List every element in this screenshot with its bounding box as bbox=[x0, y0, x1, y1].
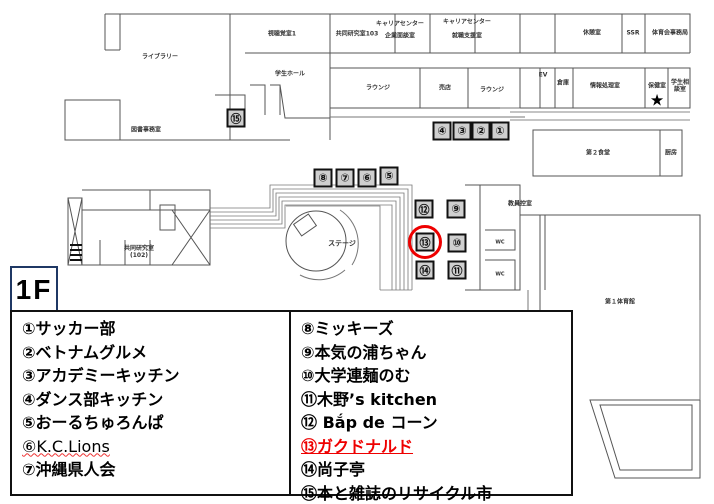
room-lounge-2: ラウンジ bbox=[479, 86, 505, 94]
room-wc-1: WC bbox=[495, 239, 505, 246]
room-health: 保健室 bbox=[647, 82, 667, 90]
legend-item: ⑧ミッキーズ bbox=[301, 319, 394, 338]
room-kitchen: 厨房 bbox=[664, 149, 678, 157]
legend-item: ④ダンス部キッチン bbox=[22, 389, 164, 409]
legend-item: ⑦沖縄県人会 bbox=[22, 460, 116, 479]
legend-item: ⑪木野’s kitchen bbox=[301, 389, 438, 409]
room-joint-lab-103: 共同研究室103 bbox=[335, 30, 379, 38]
legend-item: ⑮本と雑誌のリサイクル市 bbox=[301, 483, 493, 503]
booth-marker-9[interactable]: ⑨ bbox=[446, 199, 466, 219]
room-library-office: 図書事務室 bbox=[130, 126, 162, 134]
room-ev: EV bbox=[538, 71, 548, 79]
room-rest-room: 休憩室 bbox=[582, 29, 602, 37]
legend-item: ①サッカー部 bbox=[22, 319, 116, 338]
room-storage: 倉庫 bbox=[556, 79, 570, 87]
legend-item: ⑫ Bắp de コーン bbox=[301, 413, 438, 432]
booth-marker-14[interactable]: ⑭ bbox=[415, 260, 435, 280]
room-joint-lab-102: 共同研究室 (102) bbox=[123, 245, 155, 259]
room-career-center-2-sub: 就職支援室 bbox=[451, 32, 483, 40]
legend-item-highlighted: ⑬ガクドナルド bbox=[301, 436, 414, 456]
room-student-hall: 学生ホール bbox=[274, 70, 306, 78]
legend-item: ②ベトナムグルメ bbox=[22, 342, 148, 362]
room-gym-1: 第１体育館 bbox=[604, 298, 636, 306]
room-wc-2: WC bbox=[495, 271, 505, 278]
booth-marker-5[interactable]: ⑤ bbox=[379, 166, 399, 186]
legend-item: ⑩大学連麺のむ bbox=[301, 366, 411, 385]
booth-marker-10[interactable]: ⑩ bbox=[447, 233, 467, 253]
booth-marker-8[interactable]: ⑧ bbox=[313, 168, 333, 188]
booth-marker-7[interactable]: ⑦ bbox=[335, 168, 355, 188]
legend-item: ⑨本気の浦ちゃん bbox=[301, 342, 427, 362]
booth-marker-3[interactable]: ③ bbox=[452, 121, 472, 141]
room-lounge-1: ラウンジ bbox=[365, 84, 391, 92]
legend-item: ③アカデミーキッチン bbox=[22, 366, 180, 385]
room-ssr: SSR bbox=[626, 29, 640, 37]
booth-marker-11[interactable]: ⑪ bbox=[447, 260, 467, 280]
room-career-center-sub: 企業面談室 bbox=[384, 32, 416, 40]
highlight-circle bbox=[408, 225, 442, 259]
booth-marker-12[interactable]: ⑫ bbox=[414, 199, 434, 219]
room-av-room: 視聴覚室1 bbox=[267, 30, 297, 38]
room-counsel: 学生相談室 bbox=[671, 79, 690, 93]
room-stage: ステージ bbox=[328, 239, 356, 248]
room-shop: 売店 bbox=[438, 84, 452, 92]
legend-item: ⑤おーるちゅろんぱ bbox=[22, 413, 164, 432]
legend-item: ⑥K.C.Lions bbox=[22, 436, 110, 456]
star-icon: ★ bbox=[649, 90, 665, 110]
room-athletic-office: 体育会事務局 bbox=[651, 29, 689, 37]
floor-label: 1F bbox=[10, 266, 58, 314]
legend-left: ①サッカー部 ②ベトナムグルメ ③アカデミーキッチン ④ダンス部キッチン ⑤おー… bbox=[10, 310, 291, 496]
room-info: 情報処理室 bbox=[589, 82, 621, 90]
booth-marker-15[interactable]: ⑮ bbox=[226, 108, 246, 128]
legend-right: ⑧ミッキーズ ⑨本気の浦ちゃん ⑩大学連麺のむ ⑪木野’s kitchen ⑫ … bbox=[289, 310, 573, 503]
booth-marker-6[interactable]: ⑥ bbox=[357, 168, 377, 188]
booth-marker-1[interactable]: ① bbox=[490, 121, 510, 141]
room-staff: 教員控室 bbox=[507, 200, 533, 208]
booth-marker-2[interactable]: ② bbox=[471, 121, 491, 141]
room-career-center-2-label: キャリアセンター bbox=[443, 18, 491, 26]
legend-item: ⑭尚子亭 bbox=[301, 460, 366, 479]
room-cafeteria-2: 第２食堂 bbox=[585, 149, 611, 157]
room-library: ライブラリー bbox=[141, 53, 179, 61]
room-career-center-label: キャリアセンター bbox=[376, 20, 424, 28]
booth-marker-4[interactable]: ④ bbox=[432, 121, 452, 141]
